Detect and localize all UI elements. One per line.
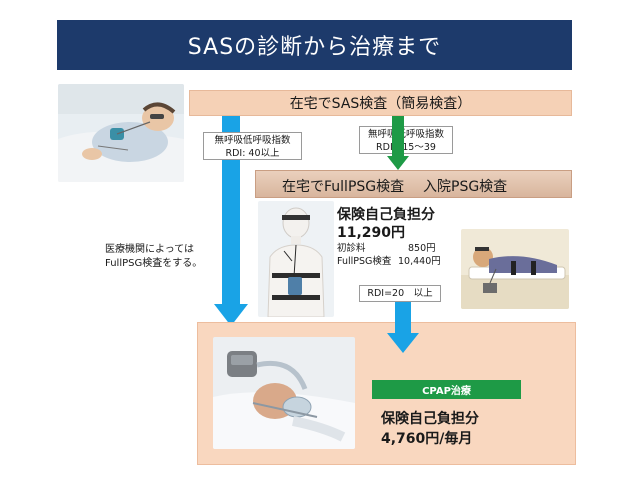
psg-cost-heading: 保険自己負担分	[337, 207, 435, 223]
psg-cost-total: 11,290円	[337, 225, 406, 241]
cpap-patient-image	[213, 337, 355, 449]
left-blue-arrow-head	[214, 304, 248, 326]
side-note-line2: FullPSG検査をする。	[105, 258, 203, 269]
rdi-40-note: 無呼吸低呼吸指数 RDI: 40以上	[203, 132, 302, 160]
left-blue-arrow-shaft	[222, 116, 240, 306]
page-title: SASの診断から治療まで	[57, 20, 572, 70]
inpatient-psg-image	[461, 229, 569, 309]
right-blue-arrow-head	[387, 333, 419, 353]
rdi-20-note-text: RDI=20 以上	[367, 288, 433, 299]
green-arrow-head	[387, 156, 409, 170]
green-arrow-shaft	[392, 116, 404, 158]
rdi-15-39-note-line2: RDI：15～39	[376, 142, 436, 153]
cpap-treatment-badge: CPAP治療	[372, 380, 521, 399]
rdi-40-note-line1: 無呼吸低呼吸指数	[214, 135, 291, 146]
fullpsg-mannequin-image	[258, 201, 334, 317]
home-test-patient-image	[58, 84, 184, 182]
home-sas-test-bar: 在宅でSAS検査（簡易検査）	[189, 90, 572, 116]
home-fullpsg-label: 在宅でFullPSG検査	[282, 179, 405, 195]
rdi-15-39-note-line1: 無呼吸低呼吸指数	[367, 129, 444, 140]
right-blue-arrow-shaft	[395, 302, 411, 335]
cpap-cost-value: 4,760円/毎月	[381, 431, 473, 447]
psg-cost-line1-label: 初診料	[337, 243, 366, 254]
side-note: 医療機関によっては FullPSG検査をする。	[105, 243, 202, 271]
rdi-15-39-note: 無呼吸低呼吸指数 RDI：15～39	[359, 126, 453, 154]
psg-cost-line2-label: FullPSG検査	[337, 256, 392, 267]
psg-test-bar: 在宅でFullPSG検査 入院PSG検査	[255, 170, 572, 198]
psg-cost-line2-value: 10,440円	[398, 256, 441, 267]
cpap-cost-heading: 保険自己負担分	[381, 411, 479, 427]
psg-cost-line1-value: 850円	[408, 243, 436, 254]
rdi-40-note-line2: RDI: 40以上	[225, 148, 280, 159]
rdi-20-note: RDI=20 以上	[359, 285, 441, 302]
home-sas-test-label: 在宅でSAS検査（簡易検査）	[289, 96, 472, 112]
side-note-line1: 医療機関によっては	[105, 244, 194, 255]
inpatient-psg-label: 入院PSG検査	[423, 179, 508, 195]
